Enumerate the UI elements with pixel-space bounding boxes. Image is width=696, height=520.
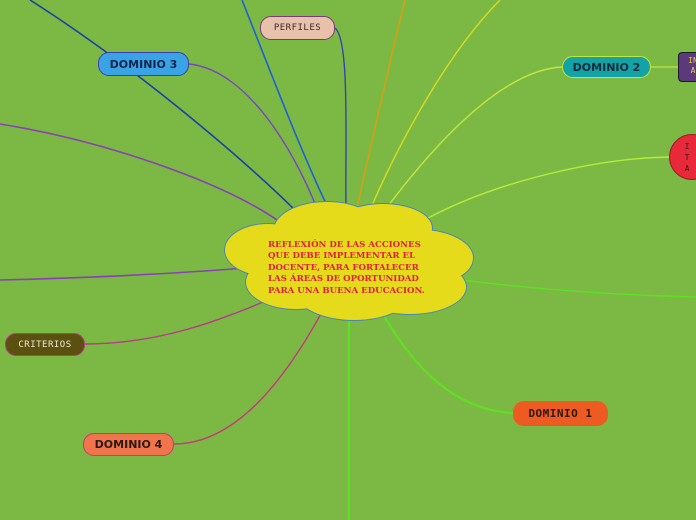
dominio-1-node[interactable]: DOMINIO 1 — [513, 401, 608, 426]
dominio-2-label: DOMINIO 2 — [572, 60, 641, 74]
connector-right-lower — [461, 279, 696, 298]
perfiles-label: PERFILES — [273, 23, 322, 33]
connector-dominio-1 — [383, 315, 514, 415]
connector-red-right — [427, 156, 671, 219]
dominio-4-label: DOMINIO 4 — [94, 438, 163, 451]
connector-dominio-2 — [384, 66, 563, 211]
perfiles-node[interactable]: PERFILES — [260, 16, 335, 40]
connector-orange-top — [355, 0, 406, 213]
dominio-3-label: DOMINIO 3 — [109, 57, 178, 71]
central-cloud[interactable] — [224, 201, 474, 321]
connector-dominio-4 — [173, 311, 323, 445]
purple-partial-node[interactable]: IN A — [678, 52, 696, 82]
central-topic-text[interactable]: REFLEXIÓN DE LAS ACCIONES QUE DEBE IMPLE… — [268, 240, 425, 296]
dominio-2-node[interactable]: DOMINIO 2 — [562, 56, 651, 78]
connector-yellow-top — [369, 0, 501, 211]
dominio-3-node[interactable]: DOMINIO 3 — [98, 52, 189, 76]
connector-top — [241, 0, 331, 213]
connector-criterios — [84, 299, 269, 345]
connector-dominio-3 — [188, 63, 323, 223]
criterios-label: CRITERIOS — [18, 339, 72, 350]
connector-left-upper — [0, 123, 281, 223]
connector-perfiles — [334, 27, 347, 211]
dominio-1-label: DOMINIO 1 — [528, 407, 593, 420]
connector-left-middle — [0, 267, 246, 281]
connector-top-left — [29, 0, 301, 216]
criterios-node[interactable]: CRITERIOS — [5, 333, 85, 356]
dominio-4-node[interactable]: DOMINIO 4 — [83, 433, 174, 456]
